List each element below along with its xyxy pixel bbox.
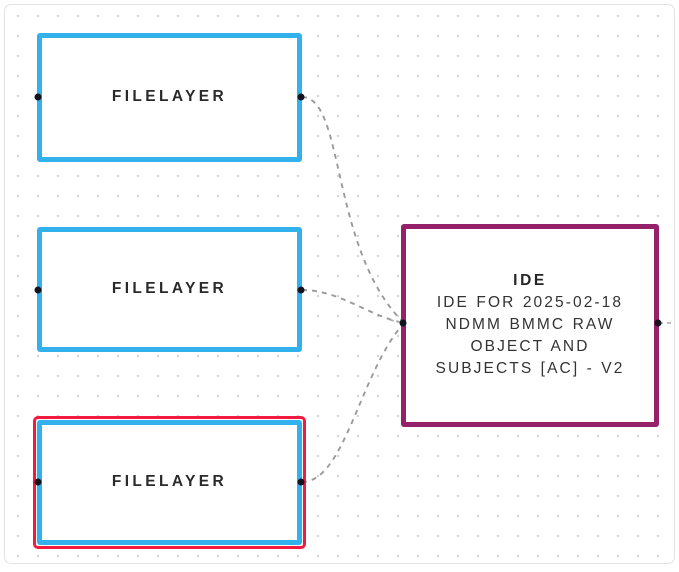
port-filelayer-3-left[interactable] [34, 478, 42, 486]
node-ide-description: IDE FOR 2025-02-18 NDMM BMMC RAW OBJECT … [435, 294, 625, 378]
node-ide-title: IDE [513, 271, 547, 289]
port-filelayer-3-right[interactable] [297, 478, 305, 486]
node-filelayer-3-label: FILELAYER [111, 473, 228, 491]
port-ide-right[interactable] [654, 319, 662, 327]
port-filelayer-2-left[interactable] [34, 286, 42, 294]
port-filelayer-1-left[interactable] [34, 93, 42, 101]
node-filelayer-2[interactable]: FILELAYER [37, 227, 302, 352]
node-filelayer-2-label: FILELAYER [111, 280, 228, 298]
node-filelayer-1-label: FILELAYER [111, 88, 228, 106]
port-filelayer-2-right[interactable] [297, 286, 305, 294]
node-filelayer-1[interactable]: FILELAYER [37, 33, 302, 162]
node-ide[interactable]: IDE IDE FOR 2025-02-18 NDMM BMMC RAW OBJ… [401, 224, 659, 427]
node-filelayer-3[interactable]: FILELAYER [37, 420, 302, 545]
port-ide-left[interactable] [399, 319, 407, 327]
port-filelayer-1-right[interactable] [297, 93, 305, 101]
